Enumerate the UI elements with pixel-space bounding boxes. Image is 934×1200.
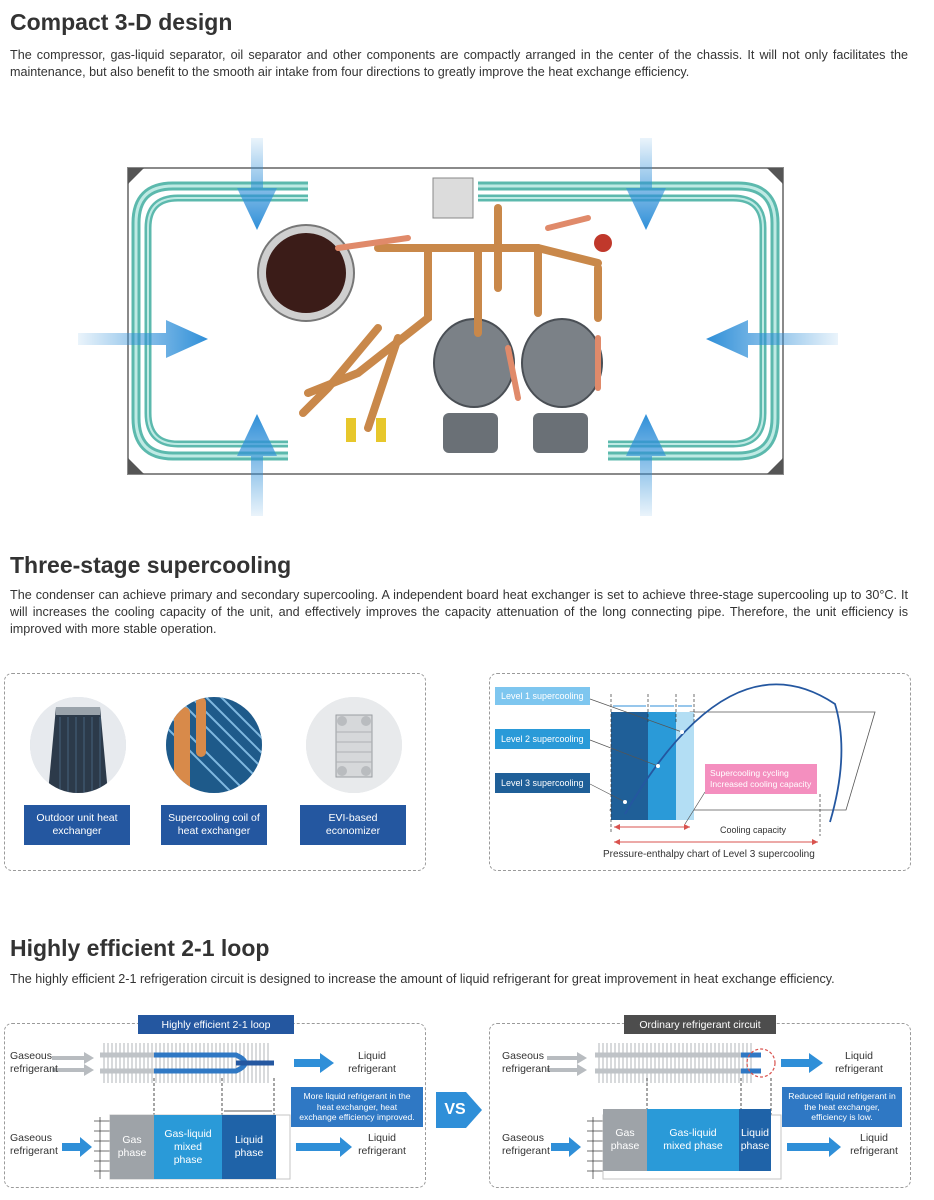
pe-chart: [490, 674, 910, 870]
supercooling-cycling-tag: Supercooling cycling Increased cooling c…: [705, 764, 817, 794]
right-note: Reduced liquid refrigerant in the heat e…: [782, 1087, 902, 1127]
section3-body: The highly efficient 2-1 refrigeration c…: [10, 972, 835, 986]
supercooling-coil-image: [166, 697, 262, 793]
section1-body: The compressor, gas-liquid separator, oi…: [10, 48, 908, 79]
components-panel: [4, 673, 426, 871]
left-note: More liquid refrigerant in the heat exch…: [291, 1087, 423, 1127]
level2-tag: Level 2 supercooling: [495, 729, 590, 749]
component-label-economizer: EVI-based economizer: [300, 805, 406, 845]
vs-text: VS: [444, 1101, 466, 1118]
component-label-outdoor: Outdoor unit heat exchanger: [24, 805, 130, 845]
left-loop-diagram: [4, 1023, 426, 1188]
level3-bar: [611, 712, 648, 820]
level2-bar: [648, 712, 676, 820]
level3-tag: Level 3 supercooling: [495, 773, 590, 793]
left-loop-header: Highly efficient 2-1 loop: [138, 1015, 294, 1034]
pe-chart-caption: Pressure-enthalpy chart of Level 3 super…: [603, 849, 815, 860]
section2-title: Three-stage supercooling: [10, 552, 292, 578]
vs-badge: VS: [436, 1090, 482, 1130]
section1-title: Compact 3-D design: [10, 9, 233, 35]
right-loop-header: Ordinary refrigerant circuit: [624, 1015, 776, 1034]
section3-title: Highly efficient 2-1 loop: [10, 935, 270, 961]
section2-body: The condenser can achieve primary and se…: [10, 588, 908, 636]
evi-economizer-image: [306, 697, 402, 793]
level1-bar: [676, 712, 694, 820]
outdoor-unit-image: [30, 697, 126, 793]
component-label-coil: Supercooling coil of heat exchanger: [161, 805, 267, 845]
level1-tag: Level 1 supercooling: [495, 687, 590, 705]
chassis-illustration: [78, 138, 838, 516]
cooling-capacity-label: Cooling capacity: [720, 825, 787, 835]
pe-chart-panel: [489, 673, 911, 871]
